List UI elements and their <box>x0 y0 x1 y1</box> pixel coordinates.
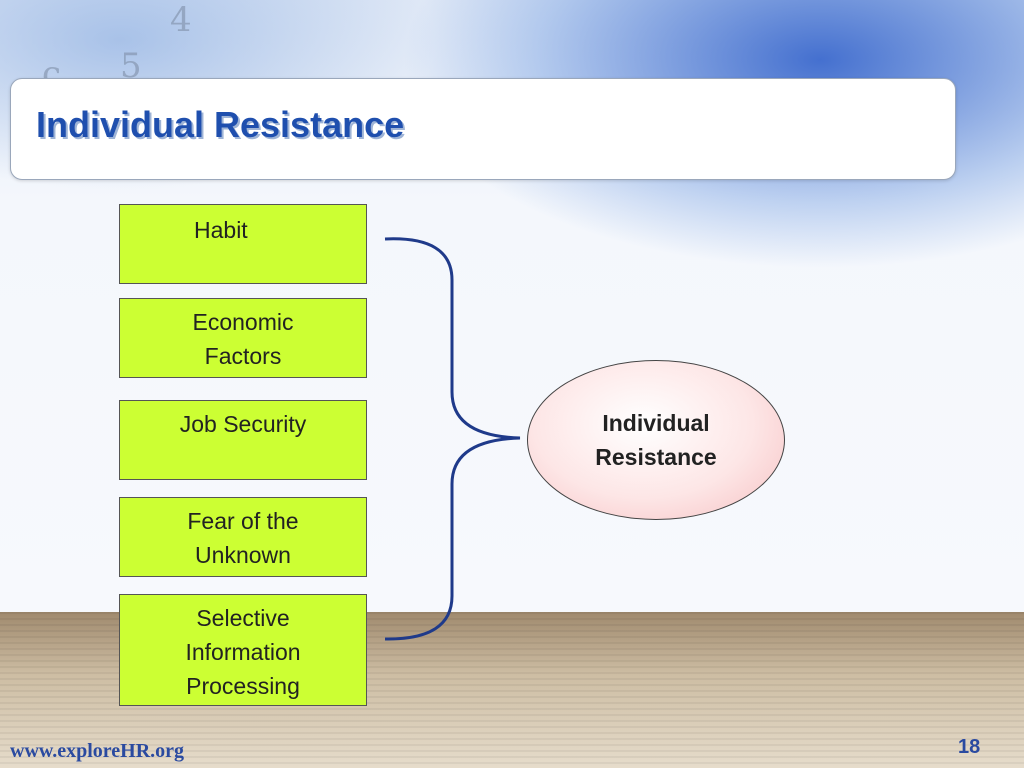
slide-number: 18 <box>958 736 981 758</box>
factor-box-habit: Habit <box>119 204 367 284</box>
factor-label: Selective Information Processing <box>185 605 301 699</box>
factor-box-selective-info: Selective Information Processing <box>119 594 367 706</box>
factor-label: Habit <box>194 217 248 243</box>
decor-digit: 5 <box>120 46 142 86</box>
slide-title: Individual Resistance <box>36 104 405 145</box>
result-label: Individual Resistance <box>595 410 717 470</box>
factor-label: Fear of the Unknown <box>187 508 299 568</box>
factor-label: Economic Factors <box>192 309 294 369</box>
footer-website: www.exploreHR.org <box>10 740 185 762</box>
result-ellipse: Individual Resistance <box>527 360 785 520</box>
factor-box-fear: Fear of the Unknown <box>119 497 367 577</box>
title-panel <box>10 78 956 180</box>
factor-box-economic: Economic Factors <box>119 298 367 378</box>
factor-box-job-security: Job Security <box>119 400 367 480</box>
brace-path <box>384 237 521 641</box>
factor-label: Job Security <box>179 411 307 437</box>
decor-digit: 4 <box>170 0 192 40</box>
